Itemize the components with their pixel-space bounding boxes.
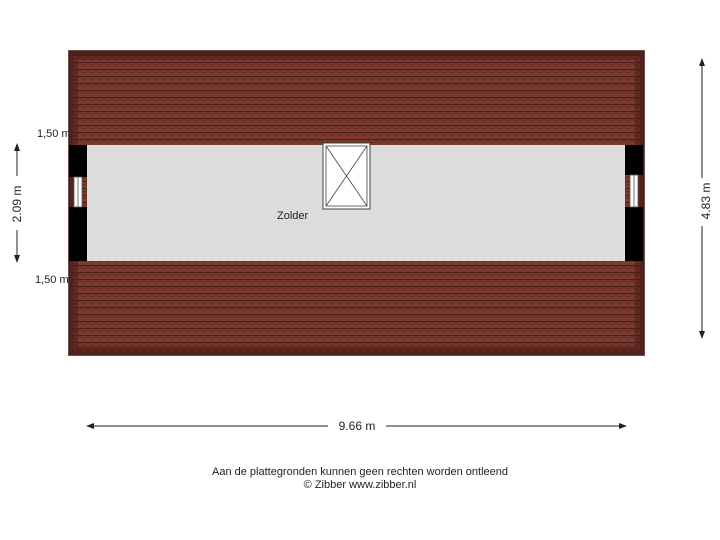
- copyright-text: © Zibber www.zibber.nl: [303, 479, 417, 491]
- right-wall-lower: [625, 207, 643, 261]
- dim-width: 9.66 m: [339, 419, 376, 433]
- dim-depth-right: 4.83 m: [699, 183, 713, 220]
- disclaimer-text: Aan de plattegronden kunnen geen rechten…: [211, 466, 508, 478]
- dim-line-right: [699, 58, 705, 339]
- roof-outer-edge: [68, 50, 645, 356]
- roof-inner-shadow: [68, 50, 645, 356]
- dim-slope-top: 1,50 m: [37, 128, 71, 140]
- left-window: [73, 176, 83, 208]
- left-wall-lower: [69, 207, 87, 261]
- dim-line-bottom: [86, 423, 627, 429]
- left-wall-upper: [69, 145, 87, 177]
- dim-slope-bottom: 1,50 m: [35, 274, 69, 286]
- dim-line-left: [14, 143, 20, 263]
- roof-hatch: [322, 142, 371, 210]
- room-label-zolder: Zolder: [277, 210, 309, 222]
- right-wall-upper: [625, 145, 643, 175]
- right-window: [629, 174, 639, 208]
- dim-depth-left: 2.09 m: [10, 186, 24, 223]
